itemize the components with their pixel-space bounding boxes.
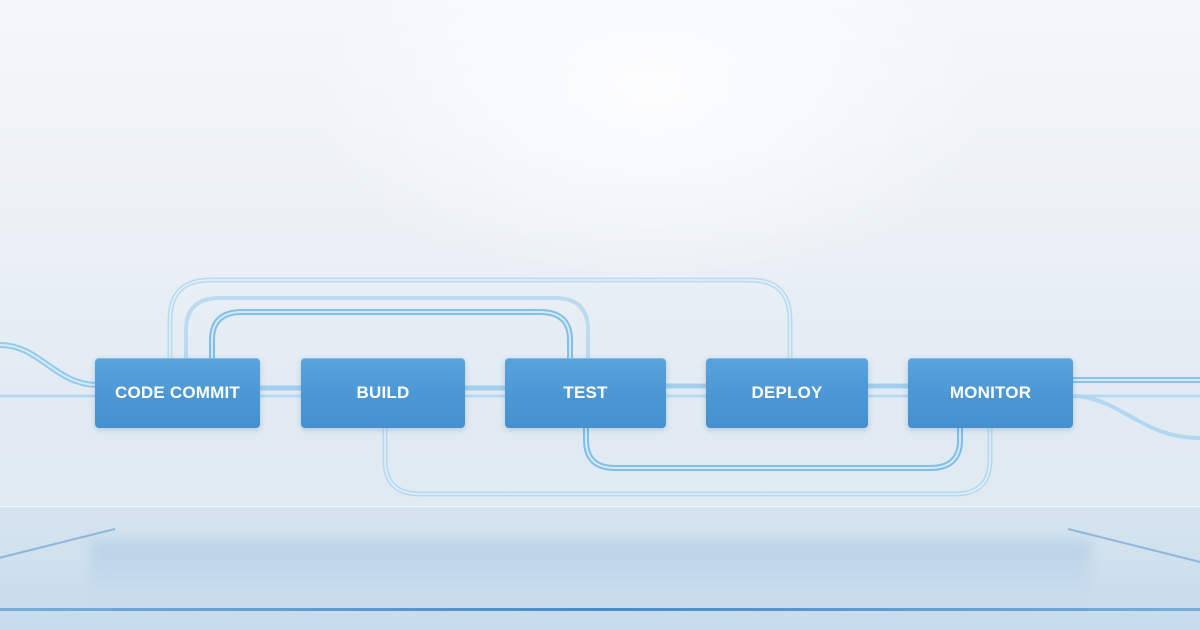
pipe-incoming-left-core	[0, 344, 99, 386]
stage-label: MONITOR	[949, 383, 1032, 402]
pipe-loop-commit-deploy	[167, 277, 793, 360]
pipe-loop-commit-test-inner-core	[211, 311, 571, 360]
pipe-loop-commit-test-outer	[184, 296, 590, 360]
stage-deploy[interactable]: DEPLOY	[706, 358, 868, 428]
pipe-loop-build-monitor	[382, 426, 993, 497]
stage-label: CODE COMMIT	[115, 383, 240, 402]
pipe-outgoing-curve	[1070, 394, 1200, 440]
pipe-loop-build-monitor-inner	[384, 426, 991, 495]
pipe-loop-test-monitor	[583, 426, 963, 471]
stage-build[interactable]: BUILD	[301, 358, 465, 428]
pipe-loop-test-monitor-core	[585, 426, 961, 469]
stage-label: BUILD	[356, 383, 410, 402]
pipe-main-connector-upper	[258, 383, 912, 391]
stage-label: DEPLOY	[751, 383, 823, 402]
pipe-loop-commit-test-inner	[209, 309, 573, 360]
floor-reflection	[90, 540, 1090, 600]
stage-label: TEST	[563, 383, 608, 402]
stage-code-commit[interactable]: CODE COMMIT	[95, 358, 260, 428]
pipe-loop-commit-deploy-inner	[169, 279, 791, 360]
floor-edge	[0, 608, 1200, 611]
stage-test[interactable]: TEST	[505, 358, 666, 428]
stage-monitor[interactable]: MONITOR	[908, 358, 1073, 428]
